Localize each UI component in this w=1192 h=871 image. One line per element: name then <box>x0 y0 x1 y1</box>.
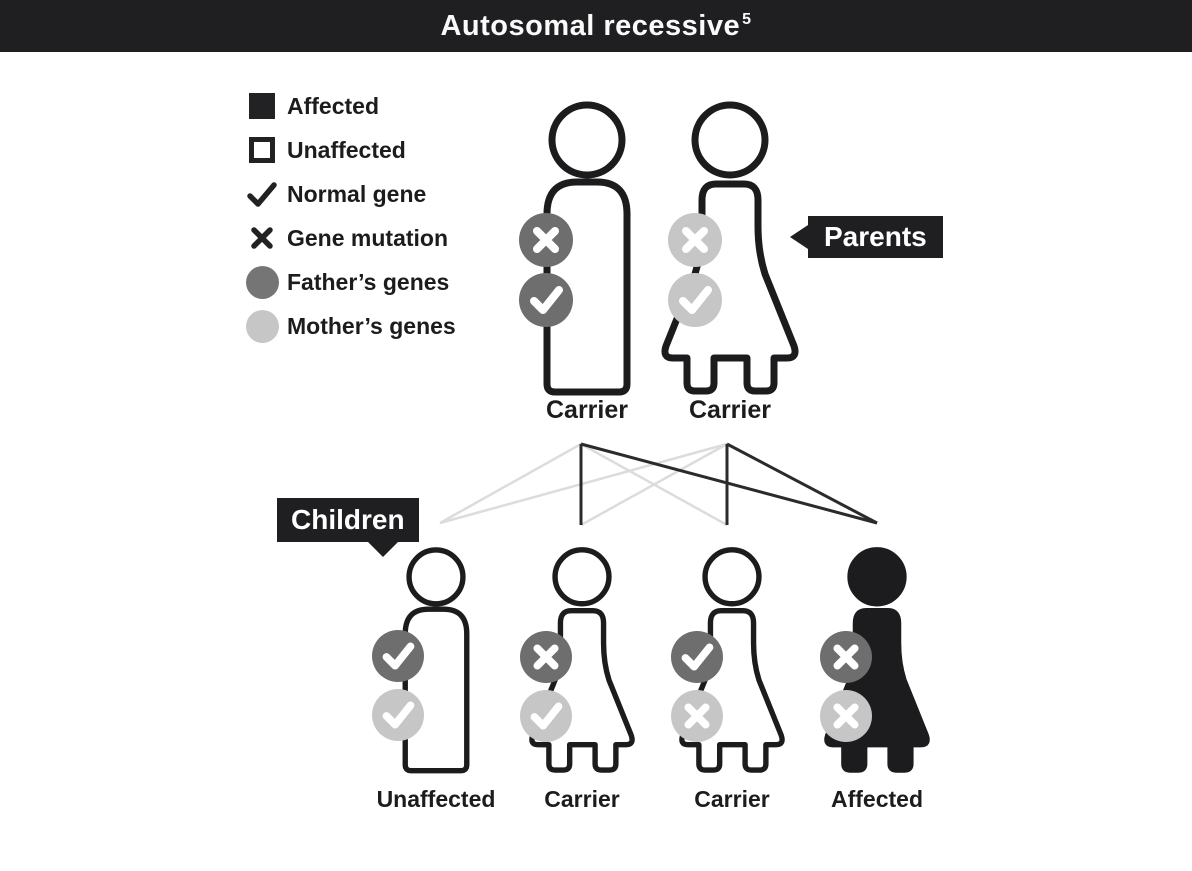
inheritance-lines <box>439 442 878 527</box>
affected-square-icon <box>249 93 275 119</box>
gene-badge <box>668 213 722 267</box>
gene-badge <box>372 689 424 741</box>
mother-figure <box>661 101 799 395</box>
legend-label: Father’s genes <box>287 268 450 295</box>
father-status-label: Carrier <box>546 396 628 424</box>
cross-icon <box>243 226 281 250</box>
legend-item-unaffected: Unaffected <box>243 128 456 172</box>
legend-item-fathers-genes: Father’s genes <box>243 260 456 304</box>
gene-badge <box>520 690 572 742</box>
gene-badge <box>820 690 872 742</box>
gene-badge <box>372 630 424 682</box>
gene-badge <box>820 631 872 683</box>
unaffected-square-icon <box>249 137 275 163</box>
line-father-child-4 <box>580 442 878 525</box>
check-icon <box>530 702 563 730</box>
cross-icon <box>833 644 859 670</box>
gene-badge <box>671 690 723 742</box>
cross-icon <box>682 227 708 253</box>
cross-icon <box>533 227 559 253</box>
gene-badge <box>668 273 722 327</box>
cross-icon <box>833 703 859 729</box>
gene-badge <box>519 273 573 327</box>
legend-item-gene-mutation: Gene mutation <box>243 216 456 260</box>
check-icon <box>382 642 415 670</box>
children-tag: Children <box>277 498 419 557</box>
gene-badge <box>520 631 572 683</box>
gene-badge <box>671 631 723 683</box>
check-icon <box>681 643 714 671</box>
child-3-status-label: Carrier <box>694 786 770 812</box>
legend-item-affected: Affected <box>243 84 456 128</box>
mother-gene-circle-icon <box>245 309 279 343</box>
child-1-status-label: Unaffected <box>376 786 496 812</box>
legend-label: Gene mutation <box>287 224 449 251</box>
legend: Affected Unaffected Normal gene Gene mut… <box>243 84 456 348</box>
check-icon <box>382 701 415 729</box>
title-superscript: 5 <box>742 10 752 28</box>
cross-icon <box>684 703 710 729</box>
legend-label: Normal gene <box>287 180 427 207</box>
check-icon <box>530 286 563 314</box>
line-mother-child-4 <box>726 442 878 525</box>
check-icon <box>243 181 281 208</box>
check-icon <box>679 286 712 314</box>
legend-label: Unaffected <box>287 136 406 163</box>
gene-badge <box>519 213 573 267</box>
child-4-status-label: Affected <box>830 786 923 812</box>
legend-item-mothers-genes: Mother’s genes <box>243 304 456 348</box>
line-father-child-1 <box>439 442 582 525</box>
parents-tag: Parents <box>808 216 943 258</box>
legend-label: Affected <box>287 92 380 119</box>
legend-item-normal-gene: Normal gene <box>243 172 456 216</box>
mother-status-label: Carrier <box>689 396 771 424</box>
line-mother-child-1 <box>439 442 728 525</box>
cross-icon <box>533 644 559 670</box>
line-mother-child-2 <box>580 442 728 527</box>
legend-label: Mother’s genes <box>287 312 456 339</box>
father-gene-circle-icon <box>245 265 279 299</box>
child-2-status-label: Carrier <box>544 786 620 812</box>
